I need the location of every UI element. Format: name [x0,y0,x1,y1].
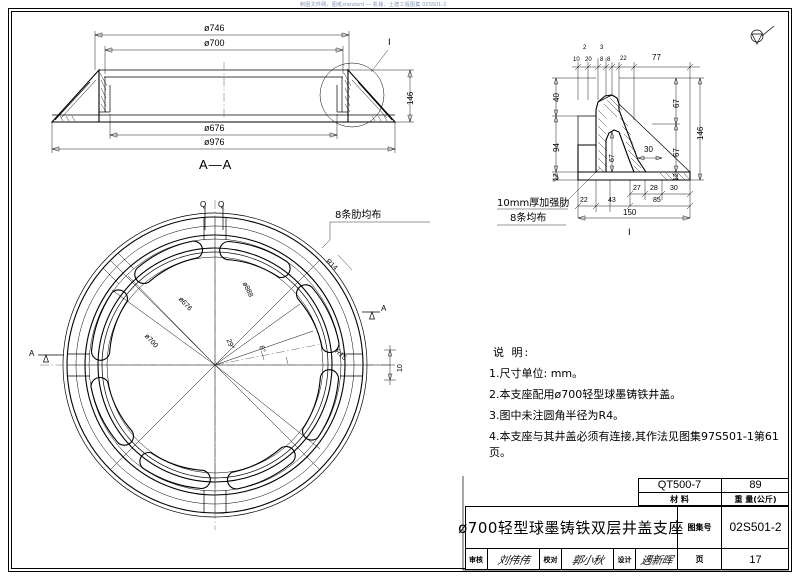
dim-8b-detail: 8 [607,57,611,63]
check-label: 校对 [539,548,561,570]
note-rib-count: 8条均布 [510,213,547,224]
dim-8a-detail: 8 [600,57,604,63]
check-signature: 郭小秋 [561,548,613,570]
dim-12-left-detail: 12 [553,173,560,181]
material-value: QT500-7 [657,479,702,491]
note-item-3: 3.图中未注圆角半径为R4。 [489,409,625,422]
check-signature-text: 郭小秋 [570,553,605,567]
design-signature-text: 遇新晖 [639,553,674,567]
drawing-title: ø700轻型球墨铸铁双层井盖支座 [458,518,684,537]
dim-43-detail: 43 [608,197,616,204]
dim-746: ø746 [204,23,225,33]
dim-146-aa: 146 [406,91,415,105]
dim-94-detail: 94 [552,143,561,152]
note-8-ribs: 8条肋均布 [335,210,382,221]
dim-10-detail: 10 [573,57,580,63]
dim-85-detail: 85 [653,197,661,204]
view-label-aa: A—A [199,157,233,172]
detail-marker-i-aa: Ⅰ [388,37,391,47]
dim-10-plan: 10 [397,364,404,372]
dim-976: ø976 [204,137,225,147]
material-label: 材 料 [638,492,721,506]
weight-label: 重 量(公斤) [721,492,789,506]
design-label: 设计 [613,548,635,570]
sheet-border-outer [8,8,792,572]
notes-title: 说 明: [493,346,531,359]
plan-view-geometry [38,200,430,530]
dim-22-bottom-detail: 22 [580,197,588,204]
atlas-number-label: 图集号 [677,506,721,548]
page-label: 页 [677,548,721,570]
page-value: 17 [721,548,789,570]
title-block-frame [462,476,789,571]
section-mark-q-right: Q [218,200,225,209]
dim-146-detail: 146 [696,126,705,140]
dim-20-detail: 20 [585,57,592,63]
detail-i-geometry [497,58,704,226]
design-signature: 遇新晖 [635,548,677,570]
title-block-material-group: QT500-7 材 料 89 重 量(公斤) [638,478,789,506]
watermark-text: 制图文件网，图纸standard — 机械、土建工程图集 02S501-2 [300,2,447,8]
note-item-4: 4.本支座与其井盖必须有连接,其作法见图集97S501-1第61页。 [489,430,779,459]
note-rib-thickness: 10mm厚加强肋 [497,198,570,209]
dim-30-detail: 30 [670,185,678,192]
section-mark-q-left: Q [200,200,207,209]
surface-finish-symbol [748,25,788,56]
dim-28-detail: 28 [650,185,658,192]
view-label-detail-i: Ⅰ [628,227,631,237]
dim-67-inner-detail: 67 [609,154,616,162]
dim-22-detail: 22 [620,56,627,62]
note-item-1: 1.尺寸单位: mm。 [489,367,584,380]
notes-block: 说 明: 1.尺寸单位: mm。 2.本支座配用ø700轻型球墨铸铁井盖。 3.… [489,344,789,460]
dim-700: ø700 [204,38,225,48]
section-aa-geometry [50,31,414,153]
review-label: 审核 [465,548,487,570]
section-mark-a-left: A [29,349,35,358]
dim-27-detail: 27 [633,185,641,192]
dim-77-detail: 77 [652,53,661,62]
dim-2-detail: 2 [583,45,587,51]
dim-150-detail: 150 [623,208,637,217]
weight-value: 89 [721,478,789,492]
dim-676: ø676 [204,123,225,133]
review-signature-text: 刘伟伟 [496,553,531,567]
dim-67-lower-detail: 67 [672,148,681,157]
dim-67-upper-detail: 67 [672,99,681,108]
dim-12-right-detail: 12 [673,173,680,181]
note-item-2: 2.本支座配用ø700轻型球墨铸铁井盖。 [489,388,682,401]
review-signature: 刘伟伟 [487,548,539,570]
dim-3-detail: 3 [600,45,604,51]
dim-30-inner-detail: 30 [644,145,653,154]
atlas-number-value: 02S501-2 [721,506,789,548]
title-block-main: ø700轻型球墨铸铁双层井盖支座 图集号 02S501-2 审核 刘伟伟 校对 … [458,506,789,570]
sheet-border-inner [11,11,789,569]
dim-40-detail: 40 [552,93,561,102]
section-mark-a-right: A [381,304,387,313]
